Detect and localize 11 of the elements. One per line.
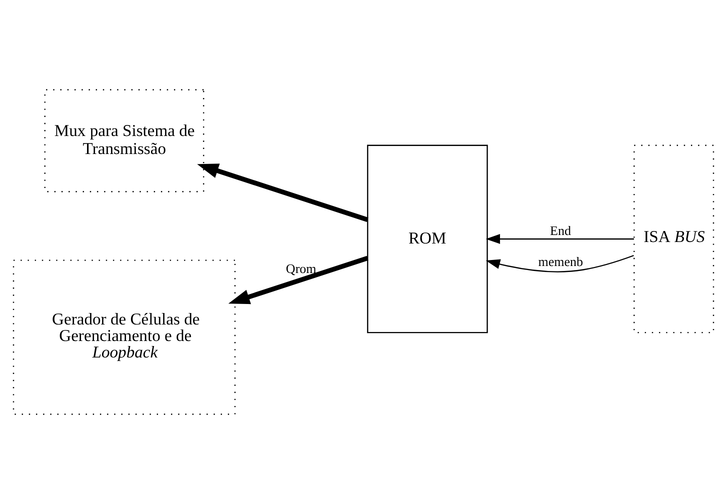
arrow	[197, 163, 368, 222]
edge-label: memenb	[538, 253, 584, 268]
node-box: Gerador de Células de Gerenciamento e de Loopback	[12, 259, 236, 414]
arrow	[486, 233, 634, 244]
edge-label: Qrom	[286, 260, 316, 276]
node-box: ISA BUS	[634, 144, 714, 333]
node-box: Mux para Sistema de Transmissão	[44, 88, 204, 192]
arrow	[486, 254, 634, 272]
node-box: ROM	[367, 144, 488, 333]
edge-label: End	[550, 222, 572, 238]
arrow	[228, 255, 368, 304]
